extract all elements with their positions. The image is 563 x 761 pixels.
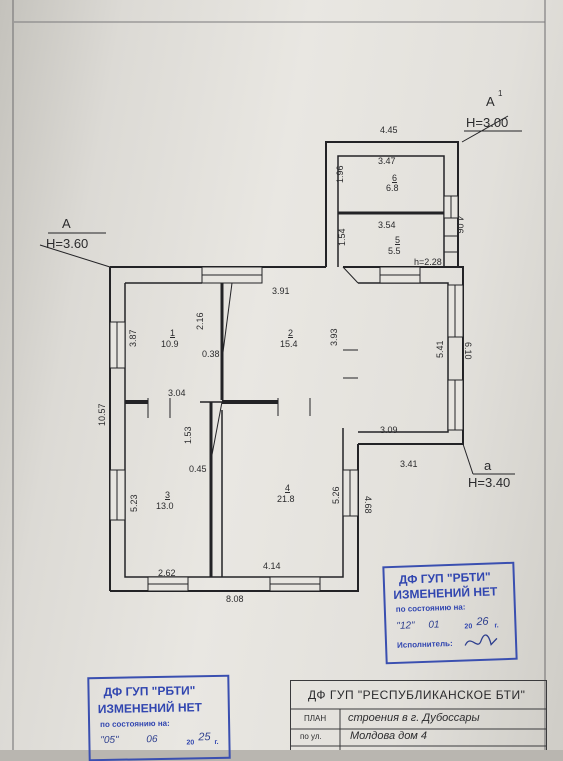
dimension: 5.23 bbox=[129, 494, 139, 512]
dimension: 4.45 bbox=[380, 125, 398, 135]
stamp-executor-label: Исполнитель: bbox=[396, 638, 453, 650]
stamp-no-changes: ИЗМЕНЕНИЙ НЕТ bbox=[97, 700, 203, 717]
signature bbox=[464, 634, 498, 646]
stamp-date-suffix: г. bbox=[494, 622, 499, 630]
room-1-number: 1 bbox=[170, 328, 176, 338]
section-a-height: Н=3.60 bbox=[46, 236, 89, 251]
dimension: 5.41 bbox=[435, 340, 445, 358]
stamp-date-year-prefix: 20 bbox=[464, 623, 473, 631]
dimension: 3.04 bbox=[168, 388, 186, 398]
dimension: 0.38 bbox=[202, 349, 220, 359]
stamp-date-month: 01 bbox=[428, 619, 440, 631]
dimension: 3.93 bbox=[329, 328, 339, 346]
stamp-date-year-prefix: 20 bbox=[186, 739, 195, 747]
stamp-no-changes-2025: ДФ ГУП "РБТИ" ИЗМЕНЕНИЙ НЕТ по состоянию… bbox=[87, 674, 231, 761]
stamp-date-month: 06 bbox=[146, 734, 158, 746]
dimension: 4.14 bbox=[263, 561, 281, 571]
stamp-org: ДФ ГУП "РБТИ" bbox=[103, 683, 196, 699]
dimension: 1.54 bbox=[337, 228, 347, 246]
dimension: 6.10 bbox=[463, 342, 473, 360]
stamp-state-label: по состоянию на: bbox=[100, 718, 170, 730]
room-2-area: 15.4 bbox=[280, 339, 298, 349]
title-street-label: по ул. bbox=[300, 732, 322, 741]
section-a1-letter: А bbox=[486, 94, 495, 109]
stamp-date-day: "12" bbox=[396, 620, 415, 632]
title-plan-label: ПЛАН bbox=[304, 714, 327, 723]
dimension: 4.68 bbox=[363, 496, 373, 514]
room-6-number: 6 bbox=[392, 173, 398, 183]
section-a-small-letter: а bbox=[484, 458, 492, 473]
room-5-number: 5 bbox=[395, 235, 401, 245]
dimension: 3.87 bbox=[128, 329, 138, 347]
room-4-number: 4 bbox=[285, 483, 291, 493]
dimension: 8.08 bbox=[226, 594, 244, 604]
title-plan-value: строения в г. Дубоссары bbox=[348, 712, 480, 724]
dimension: 3.47 bbox=[378, 156, 396, 166]
stamp-state-label: по состоянию на: bbox=[395, 602, 466, 614]
room-4-area: 21.8 bbox=[277, 494, 295, 504]
room-1-area: 10.9 bbox=[161, 339, 179, 349]
stamp-no-changes-2026: ДФ ГУП "РБТИ" ИЗМЕНЕНИЙ НЕТ по состоянию… bbox=[382, 561, 518, 665]
title-street-value: Молдова дом 4 bbox=[350, 730, 428, 742]
dimension: 3.91 bbox=[272, 286, 290, 296]
room-3-area: 13.0 bbox=[156, 501, 174, 511]
stamp-date-year: 25 bbox=[198, 731, 211, 744]
stamp-date-year: 26 bbox=[476, 615, 489, 629]
section-a1-height: Н=3.00 bbox=[466, 115, 509, 130]
section-a-letter: А bbox=[62, 216, 71, 231]
title-org: ДФ ГУП "РЕСПУБЛИКАНСКОЕ БТИ" bbox=[308, 688, 526, 702]
dimension: 1.53 bbox=[183, 426, 193, 444]
section-a-small-height: Н=3.40 bbox=[468, 475, 511, 490]
dimension: 3.54 bbox=[378, 220, 396, 230]
dimension: 2.16 bbox=[195, 312, 205, 330]
title-block: ДФ ГУП "РЕСПУБЛИКАНСКОЕ БТИ" ПЛАН строен… bbox=[290, 680, 552, 750]
stamp-no-changes: ИЗМЕНЕНИЙ НЕТ bbox=[393, 584, 498, 602]
stamp-date-suffix: г. bbox=[214, 738, 219, 747]
dimension: 3.41 bbox=[400, 459, 418, 469]
dimension: h=2.28 bbox=[414, 257, 442, 267]
room-3-number: 3 bbox=[165, 490, 171, 500]
outer-wall-bottom bbox=[110, 444, 359, 592]
stamp-org: ДФ ГУП "РБТИ" bbox=[398, 569, 491, 587]
dimension: 2.62 bbox=[158, 568, 176, 578]
dimension: 3.09 bbox=[380, 425, 398, 435]
dimension: 5.26 bbox=[331, 486, 341, 504]
dimension: 4.06 bbox=[455, 216, 465, 234]
room-2-number: 2 bbox=[288, 328, 294, 338]
room-5-area: 5.5 bbox=[388, 246, 401, 256]
section-a1-superscript: 1 bbox=[498, 89, 503, 98]
room-6-area: 6.8 bbox=[386, 183, 399, 193]
dimension: 10.57 bbox=[97, 403, 107, 426]
dimension: 0.45 bbox=[189, 464, 207, 474]
addition-a-walls bbox=[343, 266, 464, 445]
stamp-date-day: "05" bbox=[100, 734, 119, 747]
dimension: 1.96 bbox=[335, 165, 345, 183]
